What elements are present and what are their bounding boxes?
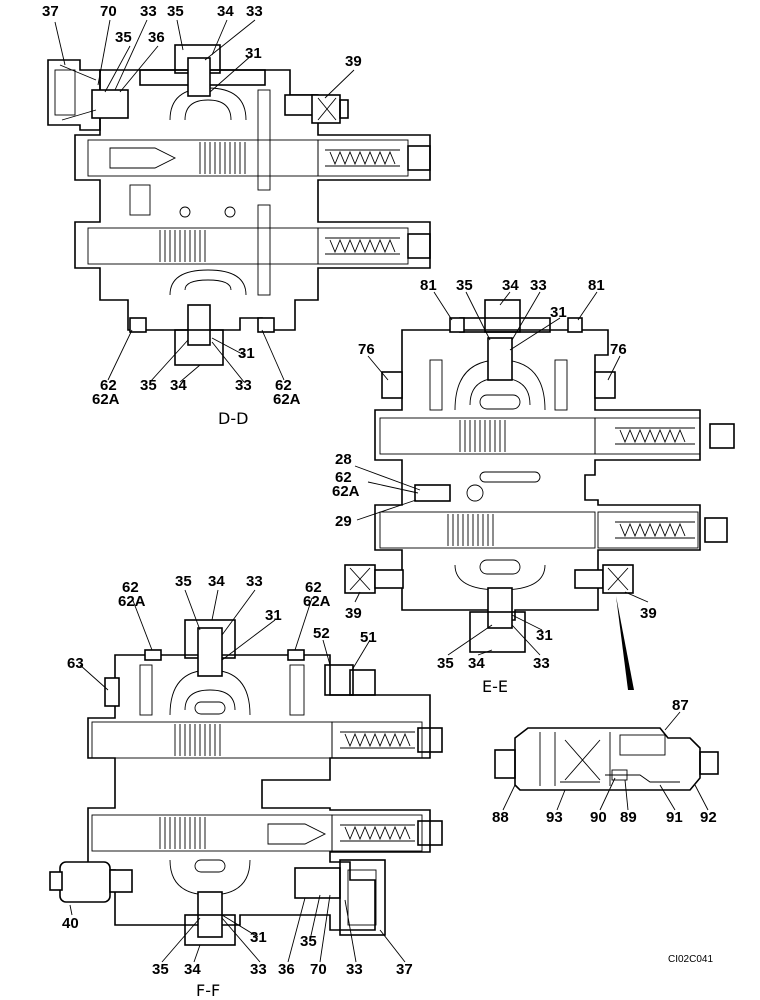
part-label: 37 [42, 3, 59, 20]
part-label: 90 [590, 809, 607, 826]
part-label: 62A [332, 483, 360, 500]
part-label: 81 [588, 277, 605, 294]
section-e-e-drawing [344, 299, 735, 690]
part-label: 37 [396, 961, 413, 978]
part-label: 39 [640, 605, 657, 622]
part-label: 35 [300, 933, 317, 950]
part-label: 33 [346, 961, 363, 978]
part-label: 76 [358, 341, 375, 358]
part-label: 39 [345, 53, 362, 70]
section-d-d-drawing [47, 44, 431, 366]
part-label: 51 [360, 629, 377, 646]
part-label: 33 [246, 573, 263, 590]
section-f-f-drawing [49, 619, 443, 946]
part-label: 93 [546, 809, 563, 826]
part-label: 33 [250, 961, 267, 978]
part-label: 91 [666, 809, 683, 826]
part-label: 89 [620, 809, 637, 826]
part-label: 34 [217, 3, 234, 20]
part-label: 33 [140, 3, 157, 20]
part-label: 35 [456, 277, 473, 294]
part-label: 36 [148, 29, 165, 46]
part-label: 34 [184, 961, 201, 978]
detail-relief-valve-drawing [494, 727, 719, 791]
part-label: 34 [170, 377, 187, 394]
part-label: 70 [310, 961, 327, 978]
part-label: 36 [278, 961, 295, 978]
part-label: 33 [533, 655, 550, 672]
part-label: 34 [208, 573, 225, 590]
part-label: 31 [536, 627, 553, 644]
part-label: 35 [437, 655, 454, 672]
part-label: 31 [265, 607, 282, 624]
leader-lines [54, 19, 709, 963]
part-label: 62A [303, 593, 331, 610]
labels-e-e: 81 35 34 33 81 31 76 76 28 62 62A 29 39 … [332, 277, 657, 696]
part-label: 35 [115, 29, 132, 46]
section-title-e-e: E-E [482, 677, 508, 696]
part-label: 31 [238, 345, 255, 362]
part-label: 35 [140, 377, 157, 394]
part-label: 40 [62, 915, 79, 932]
part-label: 39 [345, 605, 362, 622]
part-label: 92 [700, 809, 717, 826]
part-label: 34 [502, 277, 519, 294]
part-label: 28 [335, 451, 352, 468]
part-label: 52 [313, 625, 330, 642]
part-label: 62A [273, 391, 301, 408]
part-label: 33 [530, 277, 547, 294]
part-label: 29 [335, 513, 352, 530]
part-label: 62 [100, 377, 117, 394]
part-label: 35 [167, 3, 184, 20]
part-label: 62 [305, 579, 322, 596]
part-label: 31 [245, 45, 262, 62]
part-label: 87 [672, 697, 689, 714]
figure-code: CI02C041 [668, 954, 713, 965]
part-label: 62 [122, 579, 139, 596]
section-title-d-d: D-D [218, 409, 248, 428]
part-label: 35 [152, 961, 169, 978]
part-label: 88 [492, 809, 509, 826]
part-label: 34 [468, 655, 485, 672]
part-label: 62 [275, 377, 292, 394]
part-label: 62 [335, 469, 352, 486]
part-label: 81 [420, 277, 437, 294]
part-label: 31 [550, 304, 567, 321]
part-label: 63 [67, 655, 84, 672]
part-label: 70 [100, 3, 117, 20]
labels-detail: 87 88 93 90 89 91 92 [492, 697, 717, 826]
part-label: 62A [118, 593, 146, 610]
labels-f-f: 62 62A 35 34 33 62 62A 31 52 51 63 40 31… [62, 573, 413, 1000]
section-title-f-f: F-F [196, 981, 220, 1000]
part-label: 62A [92, 391, 120, 408]
part-label: 31 [250, 929, 267, 946]
labels-d-d: 37 70 33 35 34 33 35 36 31 39 31 62 62A … [42, 3, 362, 428]
part-label: 76 [610, 341, 627, 358]
part-label: 33 [235, 377, 252, 394]
part-label: 35 [175, 573, 192, 590]
part-label: 33 [246, 3, 263, 20]
